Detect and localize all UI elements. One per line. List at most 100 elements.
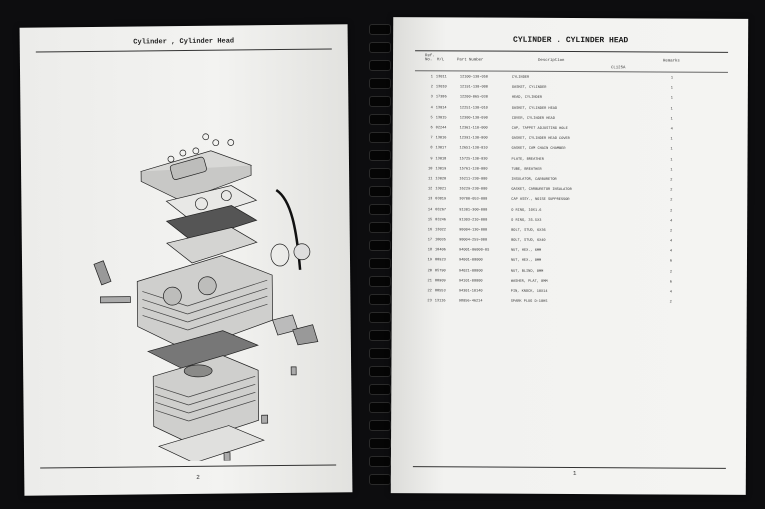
cell-remarks xyxy=(682,74,723,84)
cell-part: 12100-130-050 xyxy=(459,75,488,80)
cell-ref: 10 xyxy=(428,167,433,172)
spiral-ring xyxy=(369,240,391,251)
cell-ref: 14 xyxy=(427,207,433,212)
cell-hl: 13011 xyxy=(435,75,447,80)
cell-hl: 13019 xyxy=(435,167,447,172)
spiral-ring xyxy=(369,258,391,269)
cell-ref: 22 xyxy=(427,289,432,294)
cell-hl: 00909 xyxy=(434,279,446,284)
spiral-ring xyxy=(369,312,391,323)
cell-qty: 2 xyxy=(670,178,673,183)
cell-hl: 05790 xyxy=(434,268,446,274)
title-rule xyxy=(35,48,332,53)
spiral-ring xyxy=(369,402,391,413)
cell-hl: 13022 xyxy=(435,228,446,233)
cell-remarks xyxy=(681,226,722,236)
cell-part: 15761-130-000 xyxy=(459,167,488,172)
cell-qty: 4 xyxy=(669,249,673,254)
cell-ref: 11 xyxy=(428,177,433,182)
col-model: CL125A xyxy=(610,66,626,71)
cell-hl: 02244 xyxy=(435,126,447,131)
cell-ref: 13 xyxy=(427,197,433,202)
cell-hl: 03246 xyxy=(435,218,446,223)
cell-part: 12300-130-090 xyxy=(459,116,488,121)
cell-remarks xyxy=(681,196,722,206)
cell-qty: 4 xyxy=(669,290,672,295)
cell-ref: 17 xyxy=(427,238,433,243)
cell-ref: 2 xyxy=(430,85,433,90)
cell-qty: 2 xyxy=(670,209,673,214)
col-hl: H/L xyxy=(437,58,445,63)
cell-qty: 1 xyxy=(670,158,673,163)
cell-qty: 1 xyxy=(670,168,673,173)
cell-part: 94101-08000 xyxy=(458,279,483,284)
col-description: Description xyxy=(538,58,565,63)
cell-ref: 18 xyxy=(427,248,433,253)
right-footer-rule xyxy=(412,466,726,469)
cell-remarks xyxy=(681,237,722,247)
cell-ref: 3 xyxy=(430,95,433,100)
cell-remarks xyxy=(681,257,722,267)
cell-qty: 1 xyxy=(670,107,673,112)
spiral-ring xyxy=(369,438,391,449)
cell-qty: 2 xyxy=(669,300,672,305)
cell-hl: 13116 xyxy=(434,299,446,304)
spiral-ring xyxy=(369,474,391,485)
cell-hl: 03267 xyxy=(435,207,447,212)
spiral-ring xyxy=(369,222,391,233)
cell-hl: 00553 xyxy=(434,289,446,294)
cell-part: 91303-210-000 xyxy=(459,218,488,223)
cell-part: 12251-130-010 xyxy=(459,106,488,111)
cell-hl: 13015 xyxy=(435,116,447,121)
cell-hl: 13017 xyxy=(435,146,447,151)
cell-ref: 8 xyxy=(430,146,433,151)
cell-remarks xyxy=(682,145,723,155)
left-page-title: Cylinder , Cylinder Head xyxy=(133,37,235,47)
header-rule xyxy=(415,50,729,53)
cell-qty: 1 xyxy=(670,96,673,102)
cell-part: 12200-065-030 xyxy=(459,95,488,101)
cell-part: 16229-230-000 xyxy=(459,187,488,192)
cell-part: 91301-300-000 xyxy=(459,207,488,213)
cell-remarks xyxy=(681,277,722,287)
cell-part: 90004-259-000 xyxy=(459,238,488,243)
cell-remarks xyxy=(682,135,723,145)
cell-remarks xyxy=(681,175,722,185)
cell-part: 12361-110-000 xyxy=(459,126,488,131)
cell-hl: 13016 xyxy=(435,136,447,141)
spiral-ring xyxy=(369,24,391,35)
cell-part: 94021-08000 xyxy=(458,269,483,274)
cell-part: 12191-130-000 xyxy=(459,85,488,90)
right-page-number: 1 xyxy=(572,470,577,478)
cell-ref: 12 xyxy=(428,187,433,192)
right-page-title: CYLINDER . CYLINDER HEAD xyxy=(512,35,629,46)
cell-qty: 1 xyxy=(670,86,673,91)
cell-ref: 5 xyxy=(430,116,433,121)
left-page: Cylinder , Cylinder Head xyxy=(19,24,353,496)
spiral-ring xyxy=(369,60,391,71)
cell-qty: 1 xyxy=(670,137,673,142)
cell-hl: 10406 xyxy=(435,248,446,253)
spiral-ring xyxy=(369,420,391,431)
col-part-number: Part Number xyxy=(457,58,484,63)
cell-part: 12651-130-010 xyxy=(459,146,488,151)
spiral-ring xyxy=(369,348,391,359)
cell-hl: 13018 xyxy=(435,156,447,161)
spiral-ring xyxy=(369,42,391,53)
cell-qty: 6 xyxy=(669,280,672,285)
cell-ref: 19 xyxy=(427,258,432,263)
cell-remarks xyxy=(681,267,722,277)
cell-qty: 6 xyxy=(669,259,673,265)
cell-part: 16211-230-000 xyxy=(459,177,488,182)
cell-qty: 2 xyxy=(669,270,673,275)
cell-part: 12391-130-000 xyxy=(459,136,488,141)
spiral-ring xyxy=(369,114,391,125)
cell-remarks xyxy=(681,298,722,308)
spiral-ring xyxy=(369,294,391,305)
cell-remarks xyxy=(682,125,723,135)
cell-ref: 7 xyxy=(430,136,433,141)
cell-ref: 9 xyxy=(430,156,433,161)
spiral-ring xyxy=(369,276,391,287)
cell-remarks xyxy=(681,155,722,165)
col-remarks: Remarks xyxy=(663,59,680,64)
